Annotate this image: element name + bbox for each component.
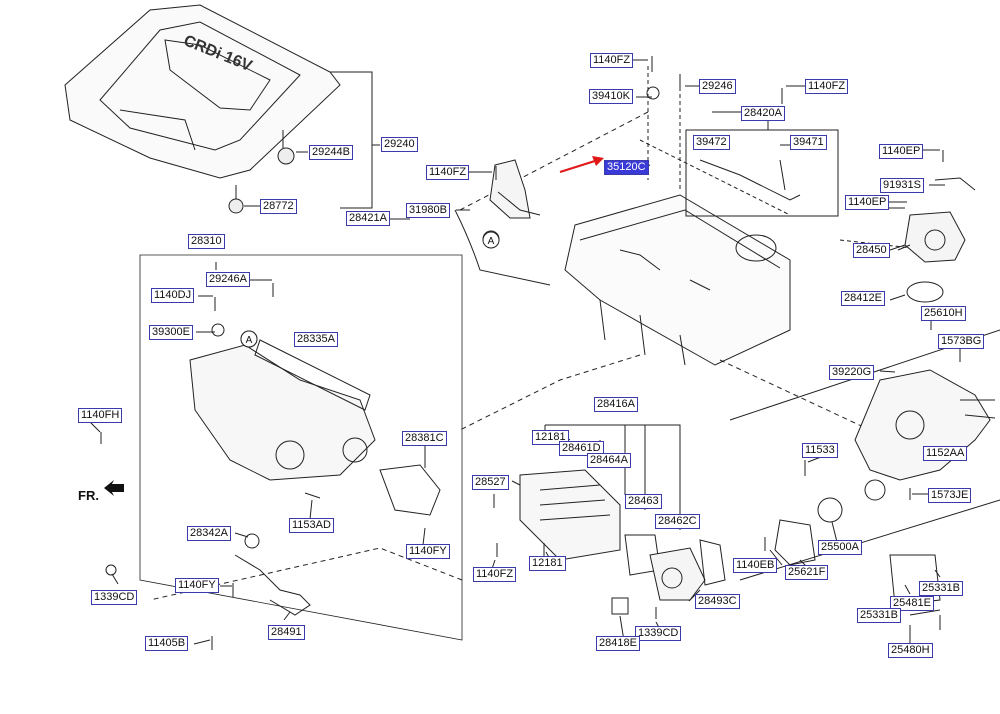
label-28416a[interactable]: 28416A <box>594 397 638 412</box>
label-28462c[interactable]: 28462C <box>655 514 700 529</box>
label-39410k[interactable]: 39410K <box>589 89 633 104</box>
label-28335a[interactable]: 28335A <box>294 332 338 347</box>
label-25480h[interactable]: 25480H <box>888 643 933 658</box>
label-11533[interactable]: 11533 <box>802 443 838 458</box>
label-29246[interactable]: 29246 <box>699 79 736 94</box>
label-1140eb[interactable]: 1140EB <box>733 558 778 573</box>
label-28412e[interactable]: 28412E <box>841 291 885 306</box>
label-1140fz-low[interactable]: 1140FZ <box>473 567 517 582</box>
label-1140fz-top[interactable]: 1140FZ <box>590 53 634 68</box>
label-29244b[interactable]: 29244B <box>309 145 353 160</box>
callout-a-lower: A <box>240 330 258 348</box>
label-11405b[interactable]: 11405B <box>145 636 189 651</box>
label-28450[interactable]: 28450 <box>853 243 890 258</box>
label-35120c-highlighted[interactable]: 35120C <box>604 160 649 175</box>
engine-cover-illustration: CRDi 16V <box>64 4 341 214</box>
label-39300e[interactable]: 39300E <box>149 325 193 340</box>
label-1140fy-b[interactable]: 1140FY <box>175 578 219 593</box>
label-1152aa[interactable]: 1152AA <box>923 446 968 461</box>
label-31980b[interactable]: 31980B <box>406 203 450 218</box>
label-28772[interactable]: 28772 <box>260 199 297 214</box>
label-1140ep-a[interactable]: 1140EP <box>879 144 924 159</box>
label-28420a[interactable]: 28420A <box>741 106 785 121</box>
label-1140fz-right[interactable]: 1140FZ <box>805 79 849 94</box>
label-28310[interactable]: 28310 <box>188 234 225 249</box>
front-arrow-icon <box>104 480 124 496</box>
label-1140fz-mid[interactable]: 1140FZ <box>426 165 470 180</box>
label-25621f[interactable]: 25621F <box>785 565 829 580</box>
exhaust-manifold-illustration <box>189 323 441 616</box>
label-1153ad[interactable]: 1153AD <box>289 518 334 533</box>
label-39471[interactable]: 39471 <box>790 135 827 150</box>
label-1573je[interactable]: 1573JE <box>928 488 972 503</box>
label-25610h[interactable]: 25610H <box>921 306 966 321</box>
label-1140dj[interactable]: 1140DJ <box>151 288 195 303</box>
label-12181-a[interactable]: 12181 <box>532 430 569 445</box>
callout-a-upper-text: A <box>488 236 495 247</box>
label-25500a[interactable]: 25500A <box>818 540 862 555</box>
label-28491[interactable]: 28491 <box>268 625 305 640</box>
callout-a-upper: A <box>482 231 500 249</box>
label-28418e[interactable]: 28418E <box>596 636 640 651</box>
front-marker: FR. <box>78 488 99 503</box>
label-28464a[interactable]: 28464A <box>587 453 631 468</box>
label-39220g[interactable]: 39220G <box>829 365 875 380</box>
label-12181-b[interactable]: 12181 <box>529 556 566 571</box>
label-39472[interactable]: 39472 <box>693 135 730 150</box>
label-1573bg[interactable]: 1573BG <box>938 334 985 349</box>
highlight-arrow <box>559 156 604 174</box>
label-29246a[interactable]: 29246A <box>206 272 250 287</box>
cylinder-head-illustration <box>564 194 791 366</box>
egr-cooler-illustration <box>519 469 726 615</box>
egr-valve-right-illustration <box>904 177 976 303</box>
label-28527[interactable]: 28527 <box>472 475 509 490</box>
label-25331b-a[interactable]: 25331B <box>919 581 963 596</box>
label-1339cd-b[interactable]: 1339CD <box>635 626 682 641</box>
label-28463[interactable]: 28463 <box>625 494 662 509</box>
label-29240[interactable]: 29240 <box>381 137 418 152</box>
label-28342a[interactable]: 28342A <box>187 526 231 541</box>
label-28493c[interactable]: 28493C <box>695 594 740 609</box>
label-28381c[interactable]: 28381C <box>402 431 447 446</box>
label-28461d[interactable]: 28461D <box>559 441 604 456</box>
callout-a-lower-text: A <box>246 335 253 346</box>
label-1140fy-a[interactable]: 1140FY <box>406 544 450 559</box>
label-28421a[interactable]: 28421A <box>346 211 390 226</box>
label-1140fh[interactable]: 1140FH <box>78 408 123 423</box>
bracket-hose-illustration <box>454 159 551 286</box>
label-1339cd-a[interactable]: 1339CD <box>91 590 138 605</box>
label-1140ep-b[interactable]: 1140EP <box>845 195 890 210</box>
label-25481e[interactable]: 25481E <box>890 596 934 611</box>
label-91931s[interactable]: 91931S <box>880 178 924 193</box>
label-25331b-b[interactable]: 25331B <box>857 608 901 623</box>
